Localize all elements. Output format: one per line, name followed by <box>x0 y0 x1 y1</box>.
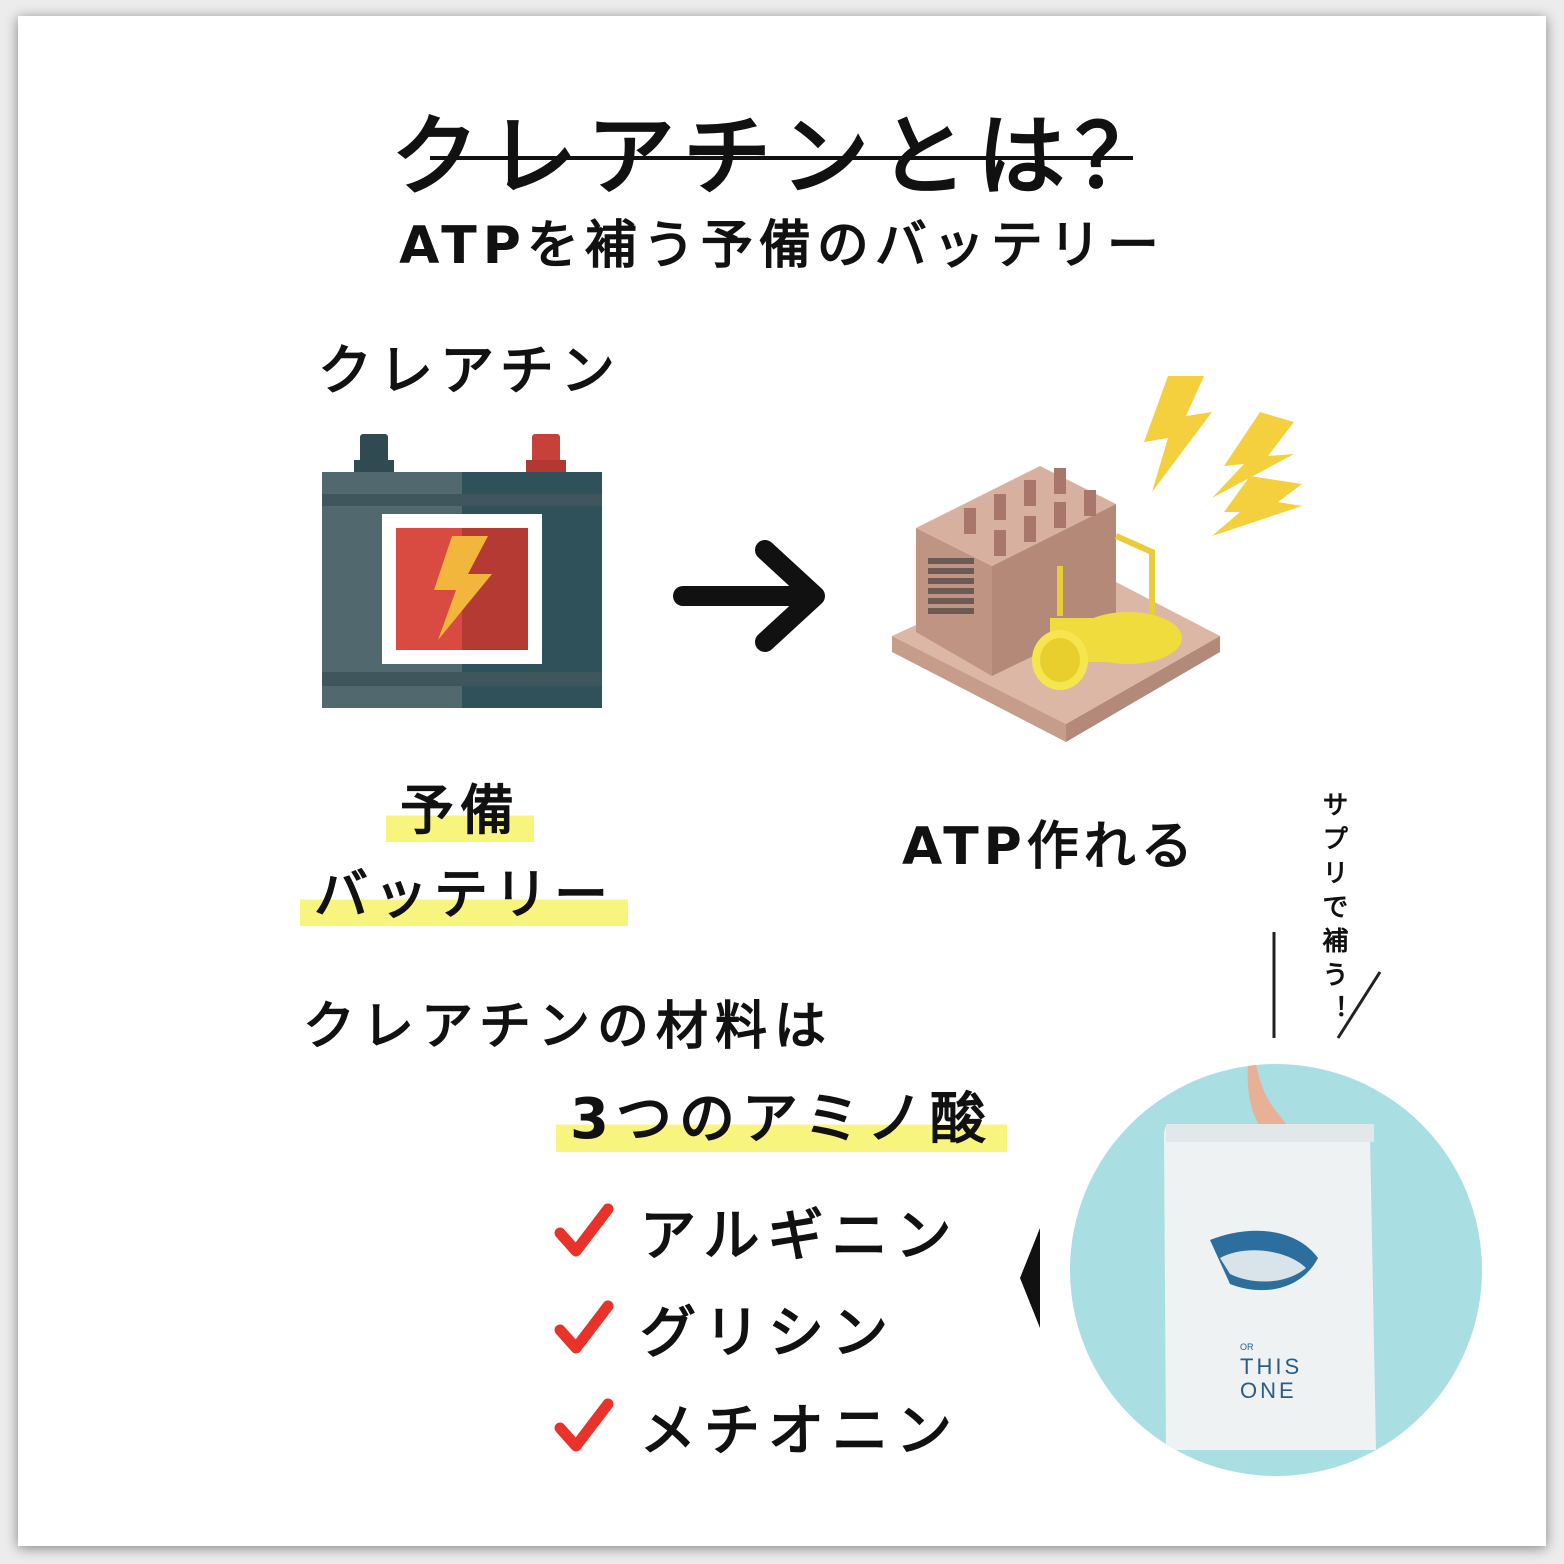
atp-label: ATP作れる <box>902 817 1198 877</box>
reserve-label-line1: 予備 <box>386 766 534 845</box>
subtitle: ATPを補う予備のバッテリー <box>399 216 1165 276</box>
battery-icon <box>322 434 602 708</box>
product-brand-small: OR <box>1240 1342 1254 1352</box>
creatine-label: クレアチン <box>318 339 622 402</box>
amino-acid-name: グリシン <box>640 1301 896 1366</box>
product-name-line2: ONE <box>1240 1378 1297 1403</box>
generator-icon <box>892 466 1220 742</box>
check-icon <box>554 1398 614 1452</box>
callout-lines <box>1272 932 1382 1039</box>
arrow-right-icon <box>673 540 825 652</box>
check-icon <box>554 1203 614 1257</box>
infographic-card: クレアチンとは？ ATPを補う予備のバッテリー クレアチン <box>18 16 1546 1546</box>
supplement-callout: サプリで補う！ <box>1318 791 1348 1029</box>
lightning-icon <box>1144 376 1302 536</box>
page-title: クレアチンとは？ <box>390 105 1174 208</box>
amino-line-text: 3つのアミノ酸 <box>556 1087 1007 1152</box>
title-underline <box>430 156 1133 160</box>
amino-line: 3つのアミノ酸 <box>556 1074 1007 1155</box>
amino-acid-name: アルギニン <box>640 1204 960 1269</box>
material-line: クレアチンの材料は <box>303 997 833 1057</box>
reserve-label-line1-text: 予備 <box>386 779 534 842</box>
product-pouch-icon <box>1164 1064 1376 1450</box>
product-name-line1: THIS <box>1240 1354 1303 1379</box>
check-icon <box>554 1300 614 1354</box>
reserve-label-line2: バッテリー <box>300 850 628 929</box>
product-photo: OR THIS ONE <box>1070 1064 1482 1476</box>
reserve-label-line2-text: バッテリー <box>300 863 628 926</box>
amino-acid-name: メチオニン <box>640 1399 960 1464</box>
pointer-triangle-icon <box>1020 1228 1040 1328</box>
